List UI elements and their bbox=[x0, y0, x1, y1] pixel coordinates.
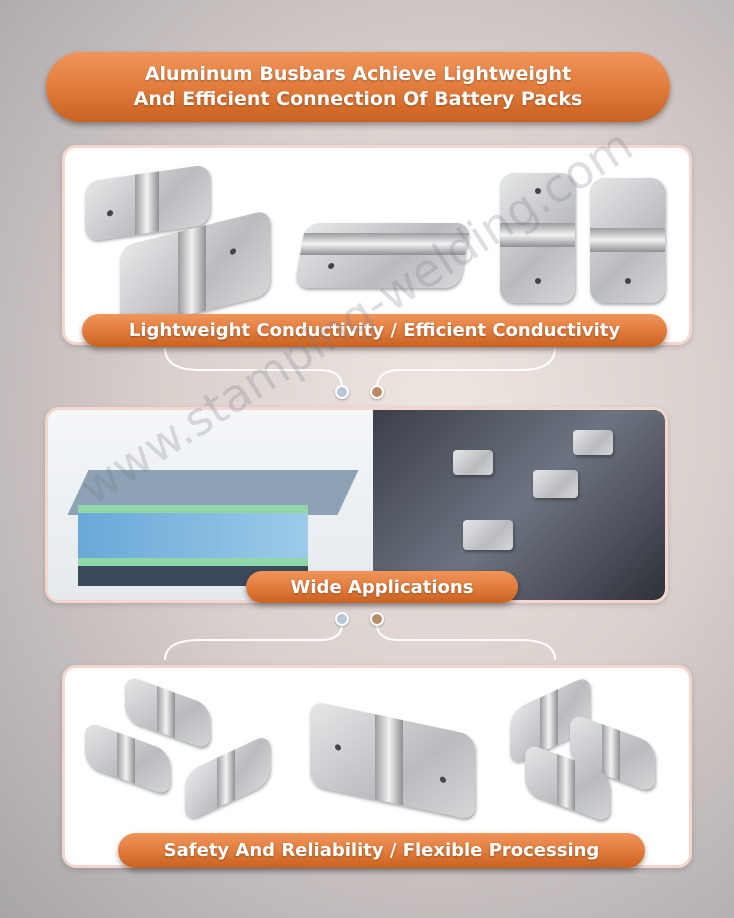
title-line-2: And Efficient Connection Of Battery Pack… bbox=[133, 88, 583, 110]
section-label-conductivity: Lightweight Conductivity / Efficient Con… bbox=[82, 314, 667, 347]
title-line-1: Aluminum Busbars Achieve Lightweight bbox=[144, 63, 572, 85]
busbar-image bbox=[85, 720, 170, 797]
connector-dot-brown bbox=[370, 385, 384, 399]
busbar-image bbox=[590, 178, 665, 303]
busbar-photo-panel-1 bbox=[62, 145, 692, 345]
busbar-image bbox=[500, 173, 575, 303]
section-label-applications: Wide Applications bbox=[246, 571, 518, 603]
section-label-text: Wide Applications bbox=[290, 576, 474, 598]
application-photo-panel bbox=[45, 407, 668, 603]
section-label-text: Lightweight Conductivity / Efficient Con… bbox=[128, 320, 621, 341]
busbar-image bbox=[185, 733, 270, 823]
section-label-safety: Safety And Reliability / Flexible Proces… bbox=[118, 833, 645, 868]
busbar-image bbox=[310, 700, 475, 821]
section-label-text: Safety And Reliability / Flexible Proces… bbox=[163, 840, 600, 861]
connector-dot-blue bbox=[335, 385, 349, 399]
connector-dot-brown bbox=[370, 612, 384, 626]
busbar-image bbox=[294, 223, 471, 288]
battery-module-photo bbox=[373, 410, 665, 600]
title-banner: Aluminum Busbars Achieve Lightweight And… bbox=[46, 52, 670, 122]
connector-dot-blue bbox=[335, 612, 349, 626]
battery-pack-render-image bbox=[48, 410, 373, 600]
